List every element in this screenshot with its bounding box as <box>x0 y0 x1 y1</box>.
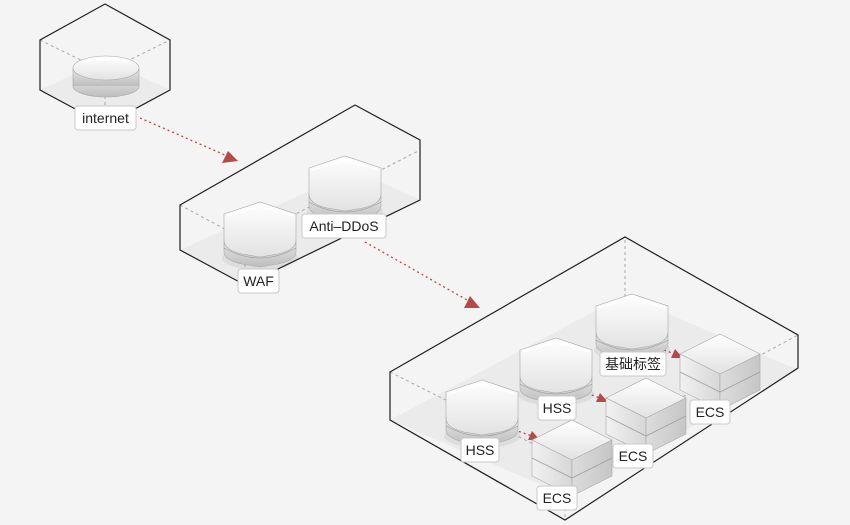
ecs-mid-label: ECS <box>619 448 648 464</box>
connector-hss-mid-to-ecs <box>572 387 608 402</box>
connector-internet-to-security <box>139 117 238 163</box>
waf-node[interactable]: WAF <box>221 201 299 294</box>
security-zone <box>179 104 421 286</box>
hss-mid-node[interactable]: HSS <box>517 337 595 421</box>
base-tag-node[interactable]: 基础标签 <box>593 293 671 377</box>
arrow-head-icon <box>464 296 480 308</box>
shield-icon <box>221 201 299 271</box>
arrow-head-icon <box>222 151 238 163</box>
ecs-front-label: ECS <box>543 490 572 506</box>
ecs-back-node[interactable]: ECS <box>679 333 761 425</box>
anti-ddos-label: Anti–DDoS <box>309 218 378 234</box>
internet-router-icon <box>72 55 140 98</box>
internet-label: internet <box>82 110 129 126</box>
hss-mid-label: HSS <box>543 400 572 416</box>
internet-node[interactable]: internet <box>72 55 140 131</box>
ecs-front-node[interactable]: ECS <box>531 419 613 511</box>
waf-label: WAF <box>243 273 274 289</box>
base-tag-label: 基础标签 <box>605 356 661 373</box>
hss-front-label: HSS <box>466 442 495 458</box>
anti-ddos-node[interactable]: Anti–DDoS <box>301 155 387 239</box>
hss-front-node[interactable]: HSS <box>443 379 521 463</box>
connector-antiddos-to-host <box>364 241 480 308</box>
ecs-mid-node[interactable]: ECS <box>605 377 687 469</box>
ecs-back-label: ECS <box>696 404 725 420</box>
